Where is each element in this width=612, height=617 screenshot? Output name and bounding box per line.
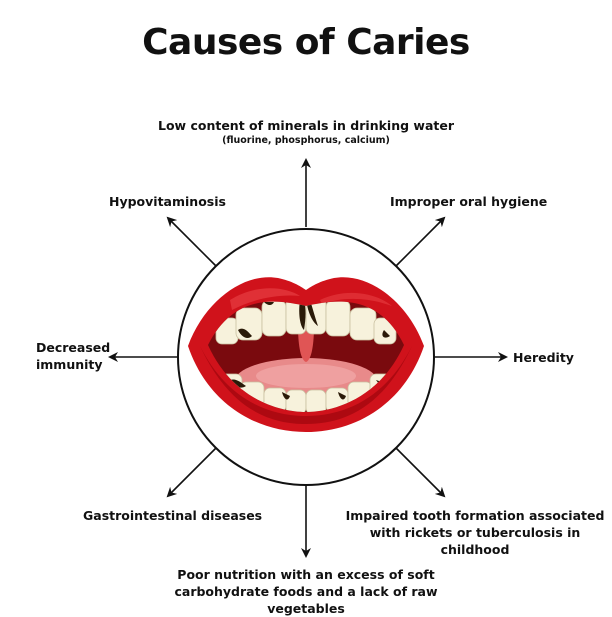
cause-bottom-line1: Poor nutrition with an excess of soft — [177, 567, 435, 582]
cause-right: Heredity — [513, 350, 574, 365]
cause-top-right: Improper oral hygiene — [390, 194, 548, 209]
cause-bottom-right-line2: with rickets or tuberculosis in childhoo… — [369, 525, 581, 557]
arrow-bottom-right — [395, 447, 446, 498]
cause-bottom-right-line1: Impaired tooth formation associated — [345, 508, 605, 523]
cause-left-line2: immunity — [36, 357, 103, 372]
page-title: Causes of Caries — [142, 22, 470, 63]
cause-top-line2: (fluorine, phosphorus, calcium) — [222, 135, 390, 146]
upper-decay — [238, 301, 390, 338]
cause-top-left: Hypovitaminosis — [109, 194, 226, 209]
arrow-top-right — [395, 216, 446, 267]
cause-bottom: Poor nutrition with an excess of soft ca… — [140, 566, 472, 617]
cause-left-line1: Decreased — [36, 340, 111, 355]
cause-bottom-right: Impaired tooth formation associated with… — [340, 507, 610, 558]
cause-top: Low content of minerals in drinking wate… — [130, 117, 482, 147]
arrows — [108, 158, 508, 558]
cause-bottom-left: Gastrointestinal diseases — [83, 508, 263, 523]
cause-left: Decreased immunity — [36, 339, 110, 373]
cause-bottom-line2: carbohydrate foods and a lack of raw veg… — [174, 584, 438, 616]
uvula — [298, 326, 314, 362]
arrow-bottom-left — [166, 447, 217, 498]
cause-top-line1: Low content of minerals in drinking wate… — [158, 118, 454, 133]
arrow-top-left — [166, 216, 217, 267]
